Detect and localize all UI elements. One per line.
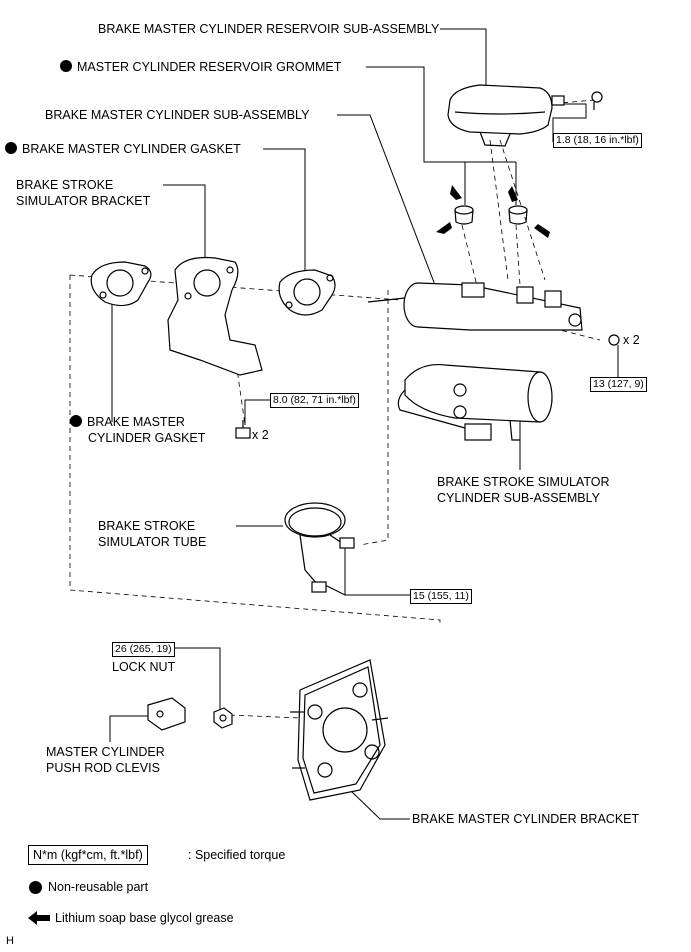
master-cylinder-drawing	[367, 282, 620, 346]
leader-stroke-bracket	[163, 184, 206, 265]
torque-lock-nut: 26 (265, 19)	[112, 642, 175, 657]
label-reservoir-grommet: MASTER CYLINDER RESERVOIR GROMMET	[60, 59, 341, 75]
stroke-simulator-tube-drawing	[284, 502, 355, 593]
legend-grease: Lithium soap base glycol grease	[55, 911, 234, 925]
leader-simulator-cyl	[500, 419, 521, 470]
label-master-cylinder-subassembly: BRAKE MASTER CYLINDER SUB-ASSEMBLY	[45, 108, 310, 122]
bracket-bolt-drawing	[235, 420, 251, 439]
non-reusable-dot-icon	[5, 142, 17, 154]
torque-tube-flare-nut: 15 (155, 11)	[410, 589, 472, 604]
grommet-drawings	[454, 205, 528, 225]
lock-nut-drawing	[213, 707, 233, 729]
non-reusable-dot-icon	[70, 415, 82, 427]
leader-grommet	[366, 66, 466, 205]
stroke-simulator-cylinder-drawing	[397, 363, 553, 441]
clevis-drawing	[147, 697, 186, 731]
legend-non-reusable: Non-reusable part	[48, 880, 149, 894]
label-master-cylinder-bracket: BRAKE MASTER CYLINDER BRACKET	[412, 812, 640, 826]
label-reservoir-subassembly: BRAKE MASTER CYLINDER RESERVOIR SUB-ASSE…	[98, 22, 440, 36]
leader-master-cyl	[337, 114, 436, 286]
leader-bracket-bottom	[349, 789, 410, 820]
leader-gasket-top	[263, 148, 306, 275]
torque-reservoir-screw: 1.8 (18, 16 in.*lbf)	[553, 133, 642, 148]
legend-torque-desc: : Specified torque	[188, 848, 286, 862]
grease-arrows	[436, 185, 550, 238]
qty-master-cylinder-nuts: x 2	[623, 333, 640, 347]
gasket-top-drawing	[278, 269, 336, 316]
stroke-simulator-bracket-drawing	[167, 256, 263, 376]
label-lock-nut: LOCK NUT	[112, 660, 176, 674]
qty-bracket-bolts: x 2	[252, 428, 269, 442]
torque-bracket-bolt: 8.0 (82, 71 in.*lbf)	[270, 393, 359, 408]
master-cylinder-bracket-drawing	[290, 659, 389, 801]
legend-non-reusable-dot-icon	[29, 881, 42, 894]
reservoir-drawing	[447, 84, 603, 147]
legend-torque-unit: N*m (kgf*cm, ft.*lbf)	[28, 845, 148, 865]
label-master-cylinder-gasket-top: BRAKE MASTER CYLINDER GASKET	[5, 141, 241, 157]
leader-reservoir	[440, 28, 487, 100]
corner-mark: H	[6, 935, 14, 947]
non-reusable-dot-icon	[60, 60, 72, 72]
leader-clevis	[109, 715, 148, 742]
leader-lock-nut	[172, 647, 221, 712]
torque-master-cylinder-nut: 13 (127, 9)	[590, 377, 647, 392]
legend-grease-arrow-icon	[28, 911, 50, 925]
gasket-left-drawing	[90, 261, 152, 307]
